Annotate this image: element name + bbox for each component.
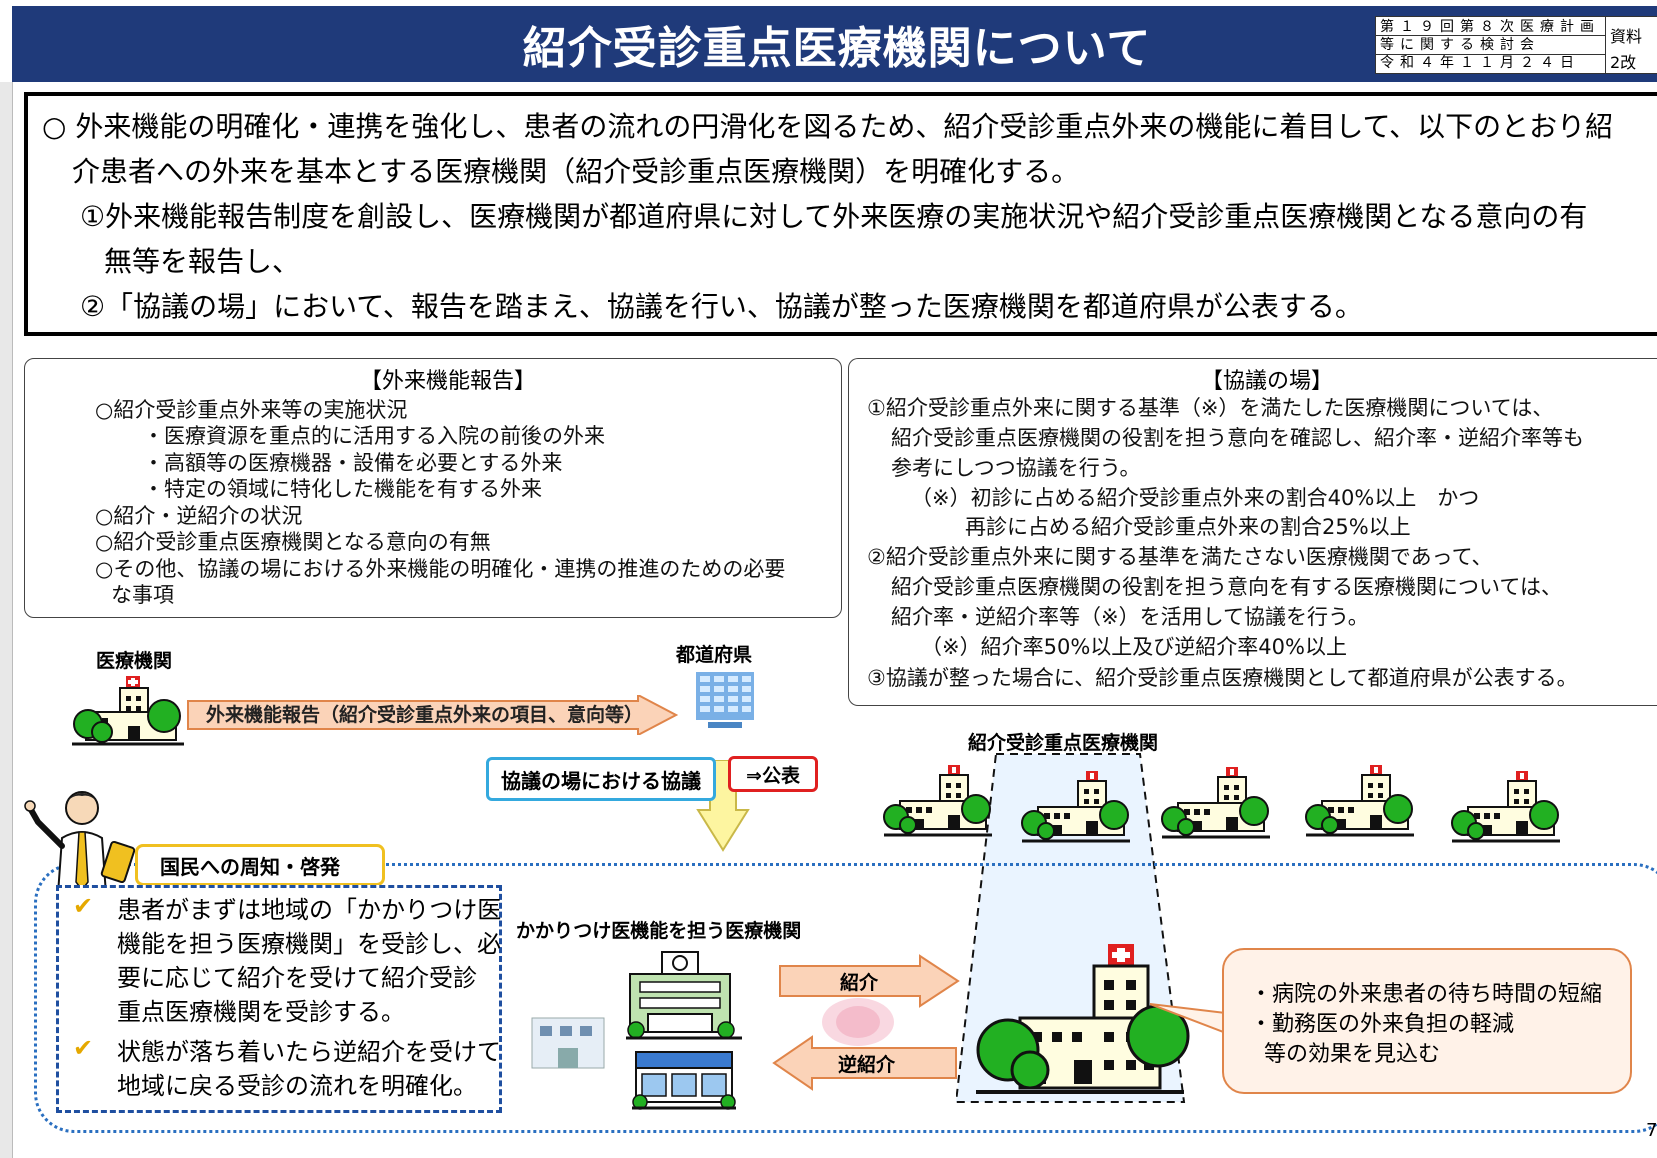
ref-side-1: 資料 xyxy=(1610,27,1643,46)
effect-line: ・病院の外来患者の待ち時間の短縮 xyxy=(1250,982,1603,1007)
blurred-figure xyxy=(822,998,894,1046)
large-hospital-icon xyxy=(976,944,1190,1094)
report-item: ○紹介受診重点医療機関となる意向の有無 xyxy=(95,530,491,554)
ref-line-3: 令和４年１１月２４日 xyxy=(1380,55,1580,71)
report-item: な事項 xyxy=(111,583,174,607)
report-panel: 【外来機能報告】 ○紹介受診重点外来等の実施状況 ・医療資源を重点的に活用する入… xyxy=(24,358,842,618)
left-edge xyxy=(0,82,13,1158)
public-awareness-area xyxy=(34,863,1657,1133)
effect-callout: ・病院の外来患者の待ち時間の短縮 ・勤務医の外来負担の軽減 等の効果を見込む xyxy=(1222,948,1632,1094)
reverse-referral-label: 逆紹介 xyxy=(838,1054,896,1076)
patient-text-line: 地域に戻る受診の流れを明確化。 xyxy=(117,1072,477,1100)
hospital-icon xyxy=(883,765,992,837)
hospital-icon xyxy=(72,676,184,746)
report-item: ・特定の領域に特化した機能を有する外来 xyxy=(143,477,542,501)
council-item: 紹介受診重点医療機関の役割を担う意向を有する医療機関については、 xyxy=(891,575,1562,599)
council-item: 紹介受診重点医療機関の役割を担う意向を確認し、紹介率・逆紹介率等も xyxy=(891,426,1584,450)
hospital-icon xyxy=(1021,771,1130,843)
reverse-referral-arrow-icon xyxy=(772,1035,957,1091)
report-arrow-text: 外来機能報告（紹介受診重点外来の項目、意向等） xyxy=(206,704,644,726)
effect-line: 等の効果を見込む xyxy=(1264,1042,1441,1067)
page-number: 7 xyxy=(1646,1120,1657,1141)
ref-line-1: 第１９回第８次医療計画 xyxy=(1380,19,1600,35)
clinic-building-icon xyxy=(626,951,742,1040)
patient-text-line: 重点医療機関を受診する。 xyxy=(117,998,405,1026)
council-item: ③協議が整った場合に、紹介受診重点医療機関として都道府県が公表する。 xyxy=(867,666,1578,690)
summary-line: ①外来機能報告制度を創設し、医療機関が都道府県に対して外来医療の実施状況や紹介受… xyxy=(80,200,1588,233)
reference-box: 第１９回第８次医療計画 等に関する検討会 令和４年１１月２４日 資料 2改 xyxy=(1375,16,1657,74)
council-item: ①紹介受診重点外来に関する基準（※）を満たした医療機関については、 xyxy=(867,396,1554,420)
clinic-icon xyxy=(531,1017,605,1069)
referral-hospitals-label: 紹介受診重点医療機関 xyxy=(968,732,1159,754)
council-discussion-box: 協議の場における協議 xyxy=(486,757,716,801)
patient-text-line: 要に応じて紹介を受けて紹介受診 xyxy=(117,964,477,992)
summary-line: 無等を報告し、 xyxy=(104,245,301,278)
prefecture-label: 都道府県 xyxy=(676,644,753,666)
pharmacy-icon xyxy=(632,1051,736,1110)
council-item: 参考にしつつ協議を行う。 xyxy=(891,456,1141,480)
report-panel-title: 【外来機能報告】 xyxy=(360,369,537,394)
referral-arrow-icon xyxy=(779,954,960,1008)
report-item: ・高額等の医療機器・設備を必要とする外来 xyxy=(143,451,563,475)
patient-text-line: 機能を担う医療機関」を受診し、必 xyxy=(117,930,501,958)
patient-text-line: 患者がまずは地域の「かかりつけ医 xyxy=(117,896,502,924)
council-item: （※）紹介率50%以上及び逆紹介率40%以上 xyxy=(921,635,1347,659)
report-item: ○紹介受診重点外来等の実施状況 xyxy=(95,398,408,422)
check-icon: ✔ xyxy=(73,892,94,920)
hospital-icon xyxy=(1161,767,1270,839)
report-item: ○その他、協議の場における外来機能の明確化・連携の推進のための必要 xyxy=(95,557,786,581)
patient-flow-box: ✔ 患者がまずは地域の「かかりつけ医 機能を担う医療機関」を受診し、必 要に応じ… xyxy=(56,885,502,1113)
medical-institution-label: 医療機関 xyxy=(96,650,173,672)
presenter-person-icon xyxy=(24,791,136,895)
hospital-icon xyxy=(1305,765,1414,837)
patient-text-line: 状態が落ち着いたら逆紹介を受けて xyxy=(117,1038,501,1066)
publish-box: ⇒公表 xyxy=(728,756,818,792)
report-item: ○紹介・逆紹介の状況 xyxy=(95,504,303,528)
prefecture-building-icon xyxy=(696,672,754,728)
page-title: 紹介受診重点医療機関について xyxy=(522,23,1152,74)
effect-line: ・勤務医の外来負担の軽減 xyxy=(1250,1012,1515,1037)
hospital-icon xyxy=(1451,771,1560,843)
report-item: ・医療資源を重点的に活用する入院の前後の外来 xyxy=(143,424,605,448)
public-awareness-ribbon: 国民への周知・啓発 xyxy=(135,844,385,886)
council-panel-title: 【協議の場】 xyxy=(1201,369,1334,394)
council-panel: 【協議の場】 ①紹介受診重点外来に関する基準（※）を満たした医療機関については、… xyxy=(848,358,1657,706)
report-arrow-icon xyxy=(187,695,678,735)
council-item: 再診に占める紹介受診重点外来の割合25%以上 xyxy=(965,515,1411,539)
check-icon: ✔ xyxy=(73,1034,94,1062)
summary-line: ②「協議の場」において、報告を踏まえ、協議を行い、協議が整った医療機関を都道府県… xyxy=(80,290,1363,323)
referral-label: 紹介 xyxy=(840,972,879,994)
ref-line-2: 等に関する検討会 xyxy=(1380,37,1540,53)
summary-box: ○ 外来機能の明確化・連携を強化し、患者の流れの円滑化を図るため、紹介受診重点外… xyxy=(24,92,1657,336)
council-item: （※）初診に占める紹介受診重点外来の割合40%以上 かつ xyxy=(911,486,1480,510)
family-clinic-label: かかりつけ医機能を担う医療機関 xyxy=(516,920,802,942)
ref-side-2: 2改 xyxy=(1610,53,1637,72)
summary-line: 介患者への外来を基本とする医療機関（紹介受診重点医療機関）を明確化する。 xyxy=(72,155,1080,188)
council-item: ②紹介受診重点外来に関する基準を満たさない医療機関であって、 xyxy=(867,545,1493,569)
summary-line: ○ 外来機能の明確化・連携を強化し、患者の流れの円滑化を図るため、紹介受診重点外… xyxy=(42,110,1614,143)
council-item: 紹介率・逆紹介率等（※）を活用して協議を行う。 xyxy=(891,605,1369,629)
